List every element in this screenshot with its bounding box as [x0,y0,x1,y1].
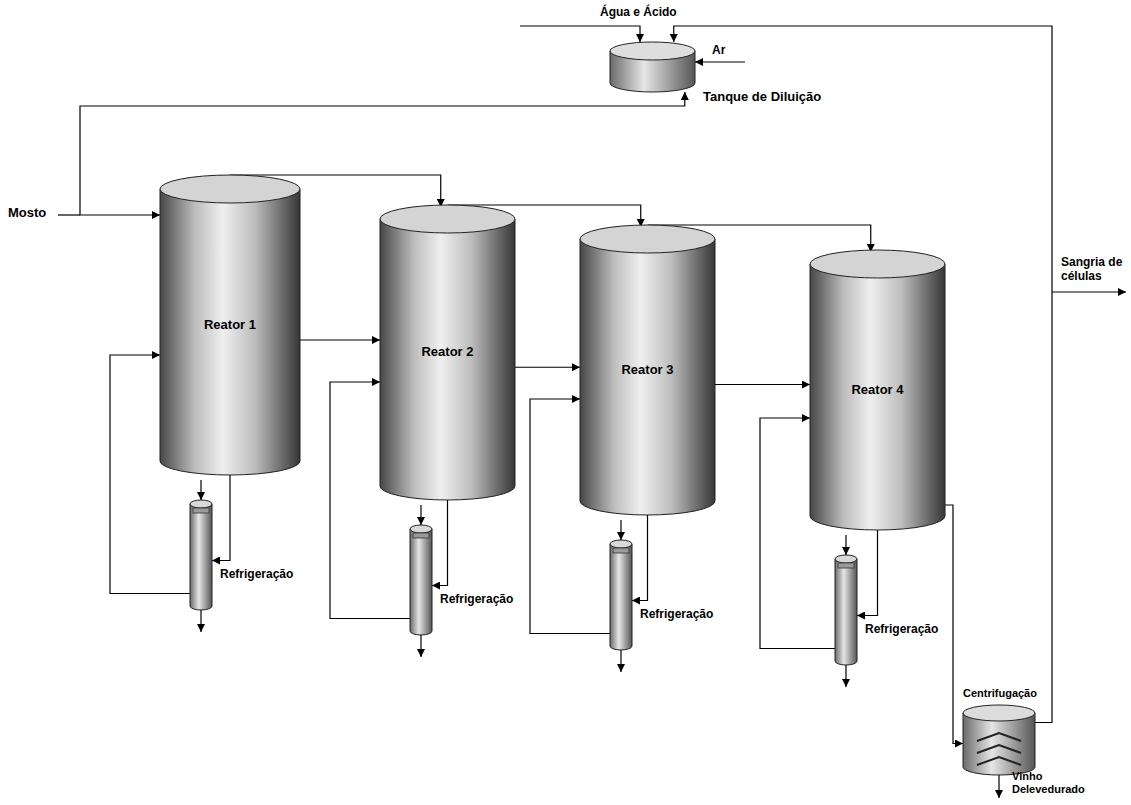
flow-connector [857,530,878,616]
flow-connector [515,367,580,368]
text-holder: Reator 2 [380,205,515,500]
equipment-label: Refrigeração [220,568,293,582]
vessel-top [810,250,945,278]
stream-label: Vinho Delevedurado [1012,770,1102,795]
flow-connector [212,475,230,561]
heat-exchanger-outline [835,555,857,665]
text-holder: Refrigeração [440,593,513,607]
vessel-body [410,529,432,635]
equipment-label: Refrigeração [640,608,713,622]
vessel-body [160,189,300,475]
wine-out [998,775,999,798]
exchanger-head [838,563,854,568]
vessel-body [380,219,515,500]
vessel-body [810,264,945,530]
stream-label: Ar [712,44,725,58]
label-holder: Ar [712,44,725,58]
reactor-vessel: Reator 4 [810,250,945,530]
reactor-label: Reator 1 [204,318,256,333]
stream-label: Mosto [8,206,46,221]
coolant-in [200,480,201,500]
dilution-tank-outline [610,42,695,92]
equipment-label: Refrigeração [440,593,513,607]
vessel-top [190,500,212,508]
reactor-vessel: Reator 3 [580,225,715,515]
centrifuge-outline [963,705,1035,775]
text-holder: Refrigeração [640,608,713,622]
label-holder: Mosto [8,206,46,221]
exchanger-head [193,508,209,513]
heat-exchanger: Refrigeração [410,525,432,635]
vessel-body [580,239,715,515]
centrifuge-chevron [977,745,1021,753]
heat-exchanger-outline [610,540,632,650]
coolant-in [845,535,846,555]
vessel-top [410,525,432,533]
heat-exchanger: Refrigeração [610,540,632,650]
vessel-body [963,713,1035,775]
label-holder: Água e Ácido [600,6,677,20]
label-holder: Sangria de células [1061,256,1127,284]
must-feed [58,214,80,215]
coolant-out [420,635,421,657]
vessel-top [160,175,300,203]
exchanger-head [613,548,629,553]
stream-label: Água e Ácido [600,6,677,20]
vessel-top [380,205,515,233]
vessel-body [835,559,857,665]
heat-exchanger: Refrigeração [190,500,212,610]
vessel-top [610,42,695,60]
stream-label: Sangria de células [1061,256,1127,284]
vessel-top [610,540,632,548]
text-holder: Refrigeração [220,568,293,582]
heat-exchanger-outline [410,525,432,635]
coolant-in [620,520,621,540]
flow-connector [715,384,810,385]
vessel-body [610,544,632,650]
centrifuge: Centrifugação [963,705,1035,775]
vessel-top [963,705,1035,721]
air-feed [695,61,745,62]
exchanger-head [413,533,429,538]
text-holder: Reator 1 [160,175,300,475]
coolant-out [845,665,846,687]
coolant-in [420,505,421,525]
text-holder: Tanque de Diluição [703,90,821,105]
coolant-out [200,610,201,632]
flow-connector [945,505,963,744]
centrifuge-chevron [977,733,1021,741]
dilution-tank: Tanque de Diluição [610,42,695,92]
flow-connector [300,339,380,340]
text-holder: Refrigeração [865,623,938,637]
coolant-out [620,650,621,672]
centrifuge-chevron [977,757,1021,765]
text-holder: Reator 3 [580,225,715,515]
equipment-label: Refrigeração [865,623,938,637]
vessel-top [835,555,857,563]
heat-exchanger: Refrigeração [835,555,857,665]
flow-connector [80,92,685,215]
reactor-label: Reator 4 [851,383,903,398]
equipment-label: Centrifugação [963,687,1037,700]
text-holder: Centrifugação [963,687,1037,700]
water-acid-feed [520,26,640,42]
equipment-label: Tanque de Diluição [703,90,821,105]
flow-connector [674,26,1052,723]
flow-connector [632,515,648,601]
text-holder: Reator 4 [810,250,945,530]
reactor-label: Reator 3 [621,363,673,378]
cell-purge [1052,291,1126,292]
label-holder: Vinho Delevedurado [1012,770,1102,795]
vessel-body [190,504,212,610]
reactor-vessel: Reator 1 [160,175,300,475]
flow-connector [432,500,448,586]
heat-exchanger-outline [190,500,212,610]
vessel-top [580,225,715,253]
reactor-label: Reator 2 [421,345,473,360]
reactor-vessel: Reator 2 [380,205,515,500]
